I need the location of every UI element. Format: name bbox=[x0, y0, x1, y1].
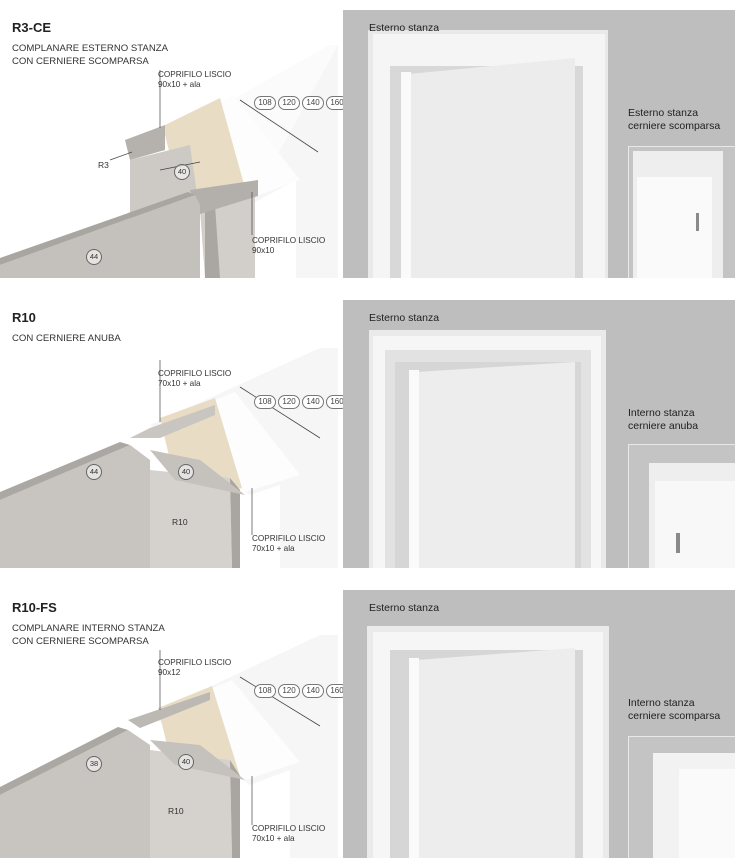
cover-name: COPRIFILO LISCIO bbox=[158, 70, 232, 79]
description-line: COMPLANARE INTERNO STANZA bbox=[12, 623, 165, 634]
wall-size-badge: 108 bbox=[254, 395, 276, 409]
detail-inset-drawing bbox=[629, 445, 735, 568]
cover-size: 70x10 + ala bbox=[252, 833, 295, 843]
frame-section-diagram: R10 CON CERNIERE ANUBA COPRIFILO LISCIO … bbox=[0, 290, 348, 568]
wall-size-badge: 120 bbox=[278, 395, 300, 409]
profile-description: COMPLANARE INTERNO STANZA CON CERNIERE S… bbox=[12, 622, 212, 648]
door-illustration bbox=[367, 626, 609, 858]
cover-name: COPRIFILO LISCIO bbox=[158, 369, 232, 378]
profile-code: R10-FS bbox=[12, 600, 57, 615]
wall-size-badge: 140 bbox=[302, 684, 324, 698]
leaf-thickness-dimension: 38 bbox=[86, 756, 102, 772]
leaf-thickness-dimension: 44 bbox=[86, 249, 102, 265]
top-cover-label: COPRIFILO LISCIO 90x10 + ala bbox=[158, 70, 231, 89]
wall-thickness-options: 108 120 140 160 bbox=[254, 96, 348, 110]
detail-inset-photo bbox=[628, 736, 735, 858]
top-cover-label: COPRIFILO LISCIO 90x12 bbox=[158, 658, 231, 677]
cover-name: COPRIFILO LISCIO bbox=[252, 824, 326, 833]
cover-name: COPRIFILO LISCIO bbox=[252, 534, 326, 543]
frame-depth-dimension: 40 bbox=[178, 754, 194, 770]
wall-size-badge: 120 bbox=[278, 96, 300, 110]
wall-size-badge: 108 bbox=[254, 684, 276, 698]
bottom-cover-label: COPRIFILO LISCIO 70x10 + ala bbox=[252, 824, 325, 843]
wall-size-badge: 140 bbox=[302, 96, 324, 110]
inset-caption-line: cerniere scomparsa bbox=[628, 120, 721, 132]
inset-caption-line: Interno stanza bbox=[628, 697, 695, 709]
top-cover-label: COPRIFILO LISCIO 70x10 + ala bbox=[158, 369, 231, 388]
section-r3-ce: R3-CE COMPLANARE ESTERNO STANZA CON CERN… bbox=[0, 0, 742, 280]
radius-label: R3 bbox=[98, 160, 109, 170]
bottom-cover-label: COPRIFILO LISCIO 70x10 + ala bbox=[252, 534, 325, 553]
bottom-cover-label: COPRIFILO LISCIO 90x10 bbox=[252, 236, 325, 255]
cover-size: 90x12 bbox=[158, 667, 181, 677]
photo-caption: Esterno stanza bbox=[369, 602, 440, 614]
wall-size-badge: 140 bbox=[302, 395, 324, 409]
photo-caption: Esterno stanza bbox=[369, 312, 440, 324]
cover-size: 70x10 + ala bbox=[158, 378, 201, 388]
cover-size: 70x10 + ala bbox=[252, 543, 295, 553]
cover-name: COPRIFILO LISCIO bbox=[252, 236, 326, 245]
cover-name: COPRIFILO LISCIO bbox=[158, 658, 232, 667]
section-r10-fs: R10-FS COMPLANARE INTERNO STANZA CON CER… bbox=[0, 580, 742, 860]
wall-thickness-options: 108 120 140 160 bbox=[254, 684, 348, 698]
detail-inset-drawing bbox=[629, 737, 735, 858]
photo-caption: Esterno stanza bbox=[369, 22, 440, 34]
profile-description: COMPLANARE ESTERNO STANZA CON CERNIERE S… bbox=[12, 42, 212, 68]
detail-inset-photo bbox=[628, 444, 735, 568]
door-illustration bbox=[369, 330, 606, 568]
inset-caption: Esterno stanza cerniere scomparsa bbox=[628, 107, 720, 133]
door-illustration bbox=[368, 30, 608, 278]
wall-size-badge: 160 bbox=[326, 684, 348, 698]
frame-section-diagram: R3-CE COMPLANARE ESTERNO STANZA CON CERN… bbox=[0, 0, 348, 278]
wall-size-badge: 108 bbox=[254, 96, 276, 110]
door-photo: Esterno stanza Interno stanza cerniere a… bbox=[343, 300, 735, 568]
description-line: COMPLANARE ESTERNO STANZA bbox=[12, 43, 169, 54]
frame-section-diagram: R10-FS COMPLANARE INTERNO STANZA CON CER… bbox=[0, 580, 348, 858]
cover-size: 90x10 bbox=[252, 245, 275, 255]
section-r10: R10 CON CERNIERE ANUBA COPRIFILO LISCIO … bbox=[0, 290, 742, 570]
door-photo: Esterno stanza Interno stanza cerniere s… bbox=[343, 590, 735, 858]
frame-depth-dimension: 40 bbox=[178, 464, 194, 480]
frame-depth-dimension: 40 bbox=[174, 164, 190, 180]
inset-caption: Interno stanza cerniere scomparsa bbox=[628, 697, 720, 723]
inset-caption-line: Interno stanza bbox=[628, 407, 695, 419]
inset-caption-line: cerniere scomparsa bbox=[628, 710, 721, 722]
profile-code: R3-CE bbox=[12, 20, 52, 35]
wall-thickness-options: 108 120 140 160 bbox=[254, 395, 348, 409]
cover-size: 90x10 + ala bbox=[158, 79, 201, 89]
frame-profile-drawing bbox=[0, 45, 338, 278]
description-line: CON CERNIERE SCOMPARSA bbox=[12, 636, 149, 647]
leaf-thickness-dimension: 44 bbox=[86, 464, 102, 480]
profile-code: R10 bbox=[12, 310, 36, 325]
detail-inset-drawing bbox=[629, 147, 735, 278]
radius-label: R10 bbox=[172, 517, 188, 527]
wall-size-badge: 120 bbox=[278, 684, 300, 698]
detail-inset-photo bbox=[628, 146, 735, 278]
description-line: CON CERNIERE ANUBA bbox=[12, 333, 121, 344]
inset-caption: Interno stanza cerniere anuba bbox=[628, 407, 698, 433]
radius-label: R10 bbox=[168, 806, 184, 816]
description-line: CON CERNIERE SCOMPARSA bbox=[12, 56, 149, 67]
door-photo: Esterno stanza Esterno stanza cerniere s… bbox=[343, 10, 735, 278]
inset-caption-line: cerniere anuba bbox=[628, 420, 699, 432]
profile-description: CON CERNIERE ANUBA bbox=[12, 332, 212, 345]
inset-caption-line: Esterno stanza bbox=[628, 107, 699, 119]
